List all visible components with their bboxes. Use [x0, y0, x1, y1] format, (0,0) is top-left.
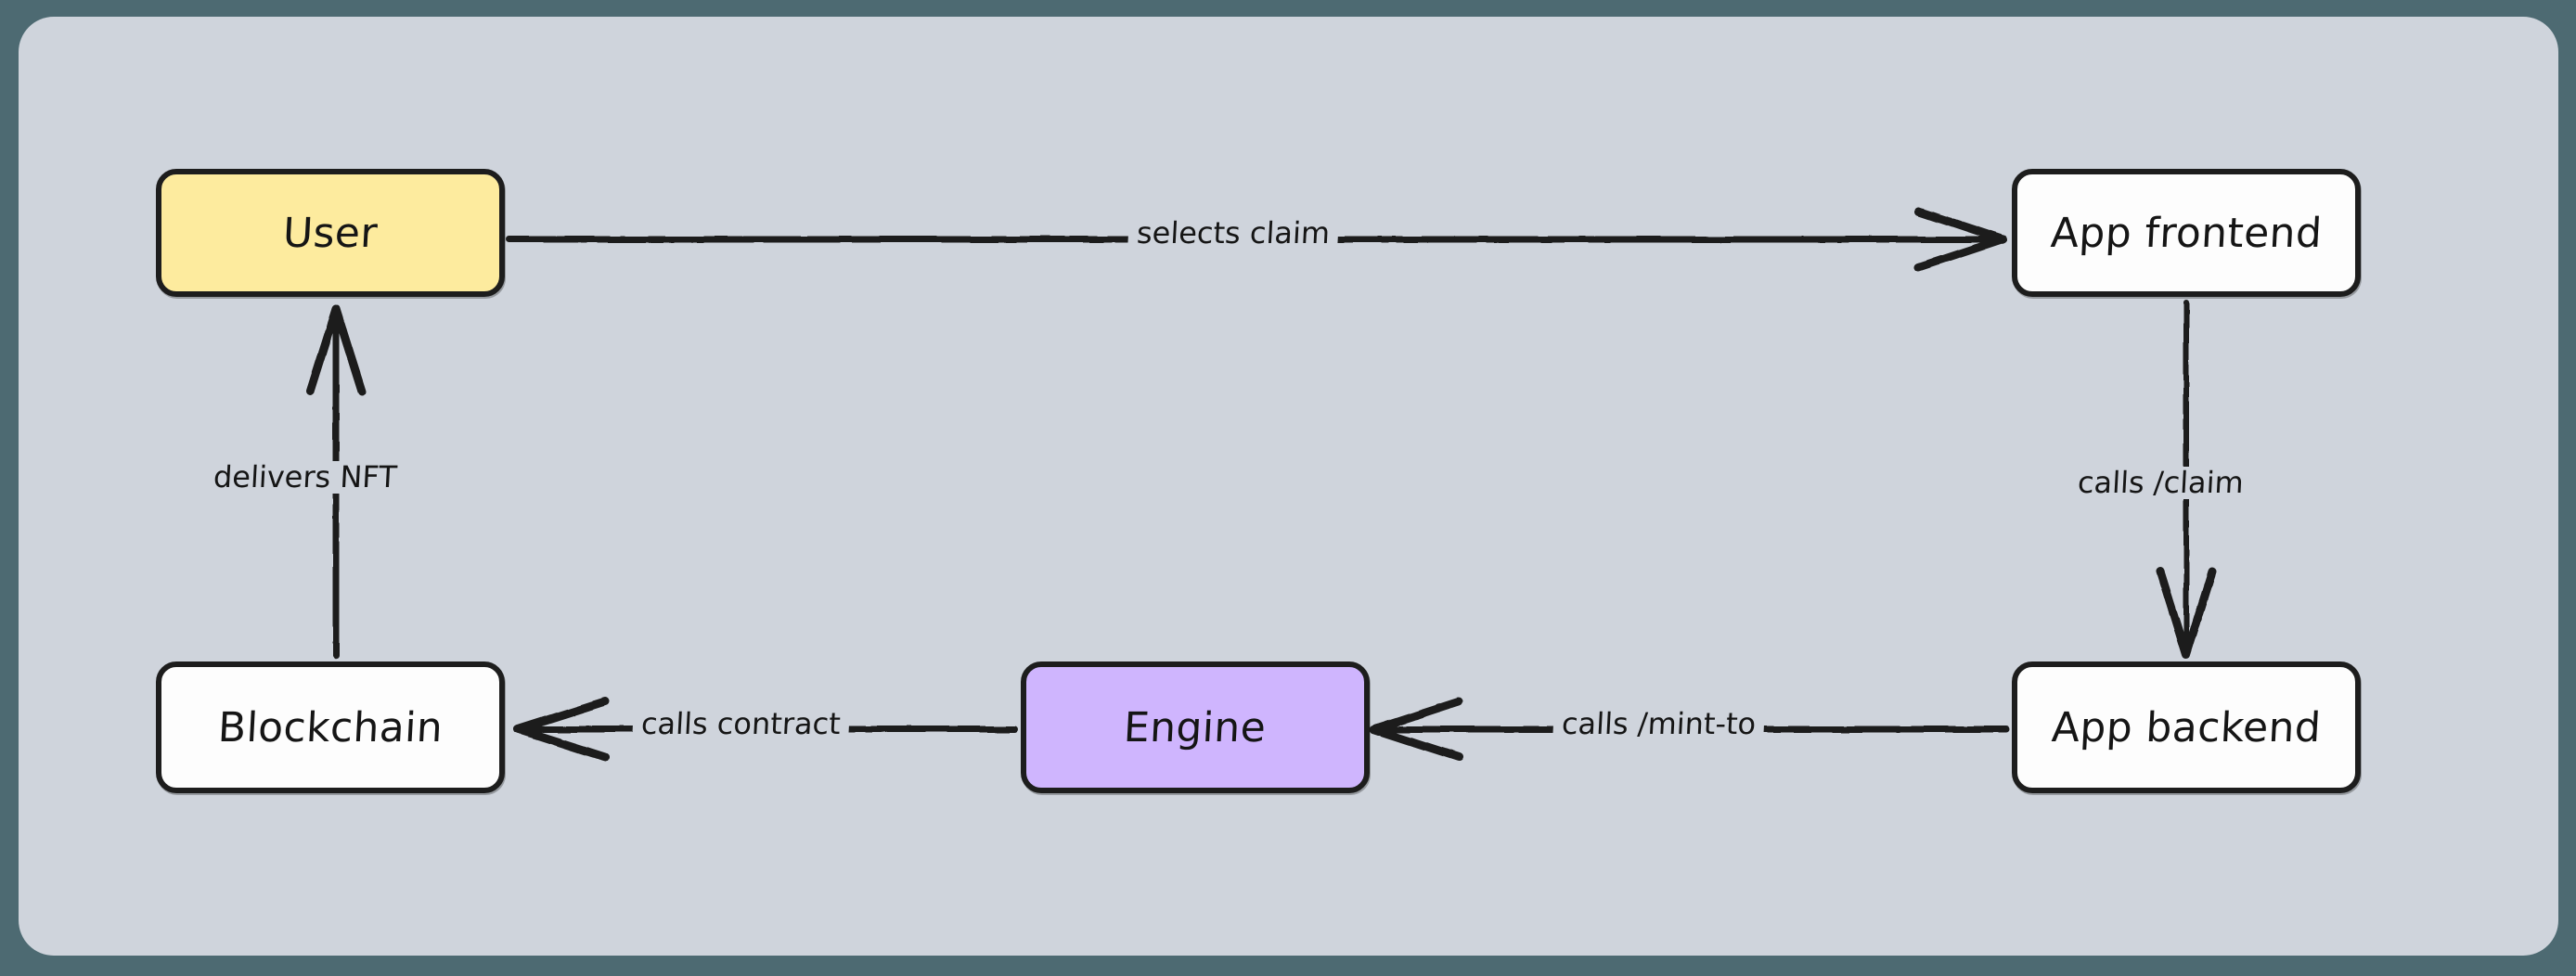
edge-label-selects-claim: selects claim — [1127, 215, 1340, 250]
node-engine-label: Engine — [1123, 703, 1268, 751]
node-user-label: User — [281, 209, 380, 257]
node-user[interactable]: User — [156, 169, 505, 297]
node-blockchain-label: Blockchain — [216, 703, 444, 751]
edge-label-calls-mint-to: calls /mint-to — [1552, 706, 1766, 741]
edge-label-calls-claim: calls /claim — [2068, 465, 2253, 500]
edge-label-delivers-nft: delivers NFT — [204, 459, 406, 494]
node-engine[interactable]: Engine — [1021, 661, 1370, 793]
node-app-backend-label: App backend — [2050, 703, 2323, 751]
node-blockchain[interactable]: Blockchain — [156, 661, 505, 793]
edge-label-calls-contract: calls contract — [632, 706, 850, 741]
node-app-frontend-label: App frontend — [2049, 209, 2324, 257]
node-app-backend[interactable]: App backend — [2012, 661, 2361, 793]
node-app-frontend[interactable]: App frontend — [2012, 169, 2361, 297]
